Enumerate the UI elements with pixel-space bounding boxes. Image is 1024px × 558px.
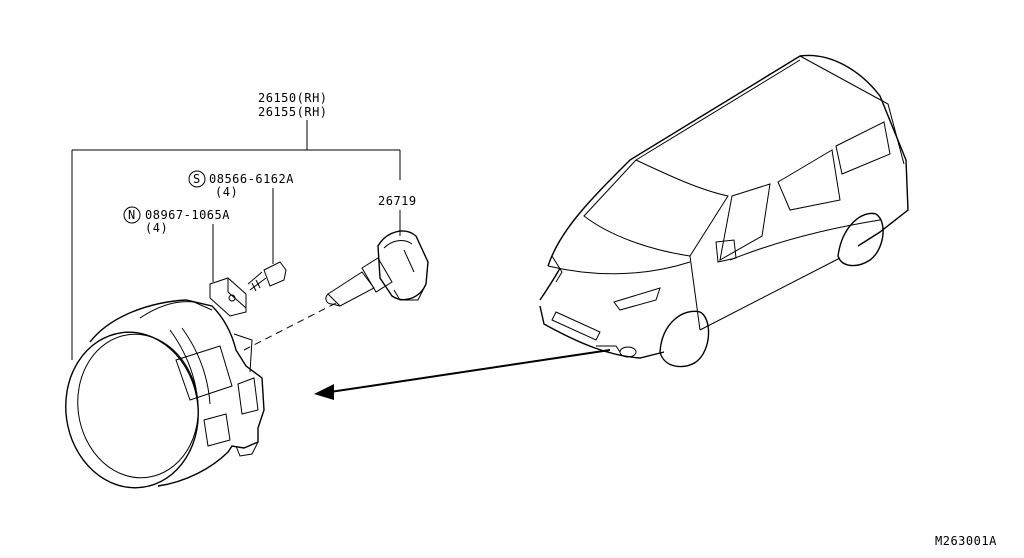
nut-symbol: N — [128, 208, 136, 222]
label-26155: 26155(RH) — [258, 105, 328, 119]
van-icon — [539, 54, 909, 368]
leader-lines — [71, 120, 401, 360]
location-arrow-icon — [314, 349, 611, 400]
screw-symbol: S — [193, 172, 201, 186]
nut-part-code: 08967-1065A — [145, 208, 230, 222]
label-26150: 26150(RH) — [258, 91, 328, 105]
screw-quantity: (4) — [215, 185, 238, 199]
bulb-icon — [325, 230, 429, 307]
figure-id: M263001A — [935, 534, 997, 548]
screw-icon — [247, 261, 287, 292]
label-26719: 26719 — [378, 194, 417, 208]
nut-symbol-circle — [123, 206, 141, 224]
nut-quantity: (4) — [145, 221, 168, 235]
screw-symbol-circle — [188, 170, 206, 188]
clip-nut-icon — [209, 277, 247, 317]
fog-lamp-assembly-icon — [65, 299, 265, 489]
screw-part-code: 08566-6162A — [209, 172, 294, 186]
install-path-line — [243, 301, 339, 351]
